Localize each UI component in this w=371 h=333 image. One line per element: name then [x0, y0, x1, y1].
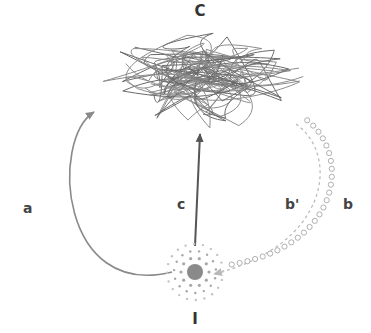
halo-dot — [186, 298, 188, 300]
halo-dot — [211, 293, 213, 295]
trail-circle — [253, 256, 258, 261]
halo-dot — [210, 285, 212, 287]
scribble-line — [154, 33, 281, 118]
trail-circle — [328, 182, 333, 187]
trail-circle — [275, 248, 280, 253]
tangle-cloud: C — [88, 2, 312, 136]
connector-path — [214, 124, 320, 274]
halo-dot — [167, 280, 169, 282]
halo-dot — [198, 250, 200, 252]
halo-dot — [205, 279, 208, 282]
halo-dot — [186, 290, 188, 292]
halo-dot — [195, 299, 197, 301]
trail-circle — [260, 254, 265, 259]
halo-dot — [189, 284, 192, 287]
trail-circle — [321, 205, 326, 210]
halo-dot — [217, 287, 219, 289]
trail-circle — [327, 190, 332, 195]
halo-dot — [205, 262, 208, 265]
trail-circle — [329, 174, 334, 179]
halo-dot — [194, 292, 196, 294]
connector-path — [195, 134, 200, 246]
halo-dot — [178, 294, 180, 296]
connector-path — [70, 112, 172, 275]
connector — [70, 112, 172, 275]
trail-circle — [327, 151, 332, 156]
halo-dot — [171, 255, 173, 257]
trail-circle — [282, 244, 287, 249]
halo-dot — [220, 261, 222, 263]
trail-circle — [329, 166, 334, 171]
trail-circle — [305, 118, 310, 123]
trail-circle — [317, 212, 322, 217]
halo-dot — [193, 243, 195, 245]
halo-dot — [167, 263, 169, 265]
trail-circle — [328, 158, 333, 163]
halo-dot — [216, 254, 218, 256]
halo-dot — [179, 270, 182, 273]
halo-dot — [202, 244, 204, 246]
edge-label: a — [22, 200, 33, 216]
halo-dot — [172, 288, 174, 290]
halo-dot — [214, 277, 216, 279]
trail-circle — [289, 240, 294, 245]
edge-label: b — [342, 196, 354, 212]
halo-dot — [173, 269, 175, 271]
halo-dot — [178, 285, 180, 287]
trail-circle — [245, 259, 250, 264]
halo-dot — [203, 290, 205, 292]
scribble-line — [103, 43, 248, 99]
halo-dot — [210, 248, 212, 250]
halo-dot — [166, 272, 168, 274]
trail-circle — [312, 218, 317, 223]
halo-dot — [206, 254, 208, 256]
connector-path — [222, 118, 332, 266]
halo-dot — [181, 254, 183, 256]
halo-dot — [203, 297, 205, 299]
connector — [222, 118, 334, 267]
trail-circle — [229, 262, 234, 267]
source-dot — [187, 264, 203, 280]
halo-dot — [177, 249, 179, 251]
halo-dot — [198, 284, 201, 287]
trail-circle — [268, 251, 273, 256]
halo-dot — [198, 257, 201, 260]
trail-circle — [316, 129, 321, 134]
trail-circle — [311, 123, 316, 128]
point-source: I — [160, 238, 230, 328]
halo-dot — [176, 261, 178, 263]
trail-circle — [320, 136, 325, 141]
halo-dot — [221, 279, 223, 281]
edge-label: b' — [284, 196, 300, 212]
trail-circle — [324, 198, 329, 203]
halo-dot — [189, 257, 192, 260]
halo-dot — [184, 244, 186, 246]
halo-dot — [189, 250, 191, 252]
trail-circle — [301, 230, 306, 235]
halo-dot — [182, 279, 185, 282]
dot-halo — [160, 238, 230, 306]
node-letter: C — [88, 2, 312, 20]
halo-dot — [207, 270, 210, 273]
halo-dot — [182, 262, 185, 265]
trail-circle — [295, 235, 300, 240]
trail-circle — [237, 260, 242, 265]
halo-dot — [212, 260, 214, 262]
trail-circle — [307, 224, 312, 229]
edge-label: c — [176, 196, 186, 212]
node-letter: I — [160, 310, 230, 328]
trail-circle — [324, 143, 329, 148]
halo-dot — [174, 278, 176, 280]
scribble — [88, 26, 312, 136]
connector — [195, 134, 200, 246]
halo-dot — [215, 268, 217, 270]
connector — [214, 124, 320, 274]
halo-dot — [222, 270, 224, 272]
